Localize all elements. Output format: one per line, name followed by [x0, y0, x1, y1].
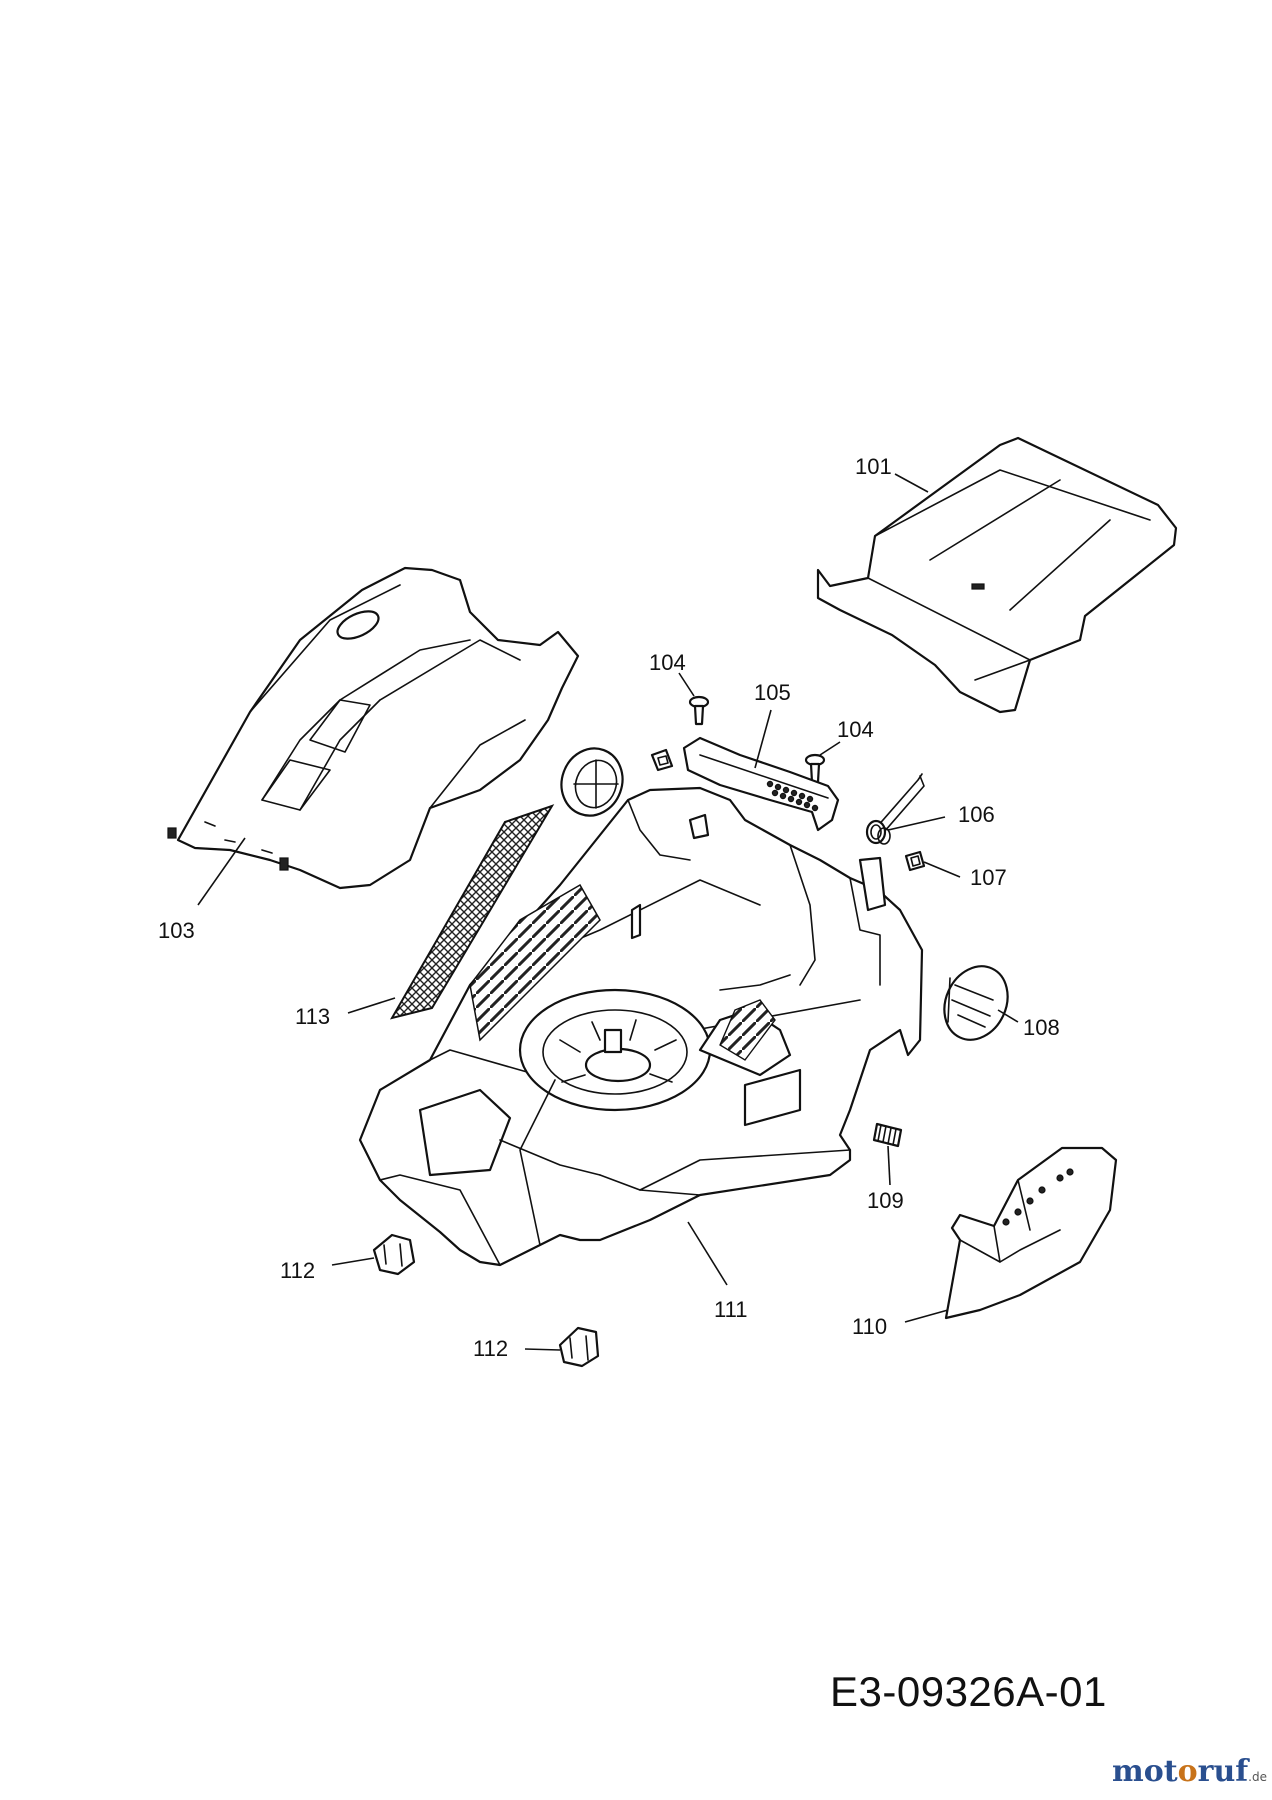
callout-113: 113: [295, 1004, 330, 1029]
callout-108: 108: [1023, 1015, 1060, 1040]
callout-111: 111: [714, 1297, 747, 1322]
part-111-deck-housing: [358, 786, 924, 1267]
leader-lines: [197, 473, 1019, 1351]
callout-112-a: 112: [280, 1258, 315, 1283]
part-103-motor-hood: [167, 566, 580, 890]
leader-104b: [819, 741, 841, 756]
callout-109: 109: [867, 1188, 904, 1213]
callout-110: 110: [852, 1314, 887, 1339]
leader-105: [754, 709, 772, 769]
leader-107: [923, 861, 961, 878]
leader-108: [997, 1009, 1019, 1023]
callout-101: 101: [855, 454, 892, 479]
watermark-part2: o: [1177, 1754, 1198, 1789]
leader-112b: [524, 1348, 561, 1351]
watermark-part1: mot: [1112, 1754, 1178, 1789]
callout-104-a: 104: [649, 650, 686, 675]
part-101-lid: [816, 436, 1178, 714]
watermark-suffix: .de: [1248, 1770, 1267, 1784]
leader-113: [347, 997, 396, 1014]
leader-110: [904, 1309, 949, 1323]
part-107-nut: [904, 850, 926, 872]
drawing-code: E3-09326A-01: [830, 1668, 1107, 1715]
part-104-screw-a: [688, 695, 710, 726]
part-side-cap: [560, 747, 624, 817]
part-108-knob: [943, 965, 1009, 1041]
leader-106: [887, 816, 946, 831]
watermark-logo: motoruf.de: [1112, 1754, 1267, 1789]
part-nut-small: [650, 748, 674, 772]
part-109-spring-small: [872, 1122, 903, 1148]
part-112-clip-a: [372, 1233, 416, 1276]
leader-101: [894, 473, 929, 493]
part-110-side-flap: [944, 1146, 1118, 1320]
leader-109: [887, 1145, 891, 1186]
callout-106: 106: [958, 802, 995, 827]
part-113-filter-mesh: [389, 804, 555, 1020]
callout-labels: 101 103 104 104 105 106 107 108 109 110 …: [158, 454, 1060, 1361]
part-112-clip-b: [558, 1326, 600, 1368]
part-106-spring: [865, 773, 925, 845]
part-105-bracket-bar: [682, 736, 840, 832]
leader-111: [687, 1221, 728, 1286]
callout-104-b: 104: [837, 717, 874, 742]
leader-112a: [331, 1257, 375, 1266]
leader-104a: [678, 672, 695, 697]
callout-103: 103: [158, 918, 195, 943]
bracket-holes: [766, 780, 819, 812]
callout-107: 107: [970, 865, 1007, 890]
callout-112-b: 112: [473, 1336, 508, 1361]
watermark-part3: ruf: [1197, 1754, 1249, 1789]
leader-103: [197, 837, 246, 906]
callout-105: 105: [754, 680, 791, 705]
